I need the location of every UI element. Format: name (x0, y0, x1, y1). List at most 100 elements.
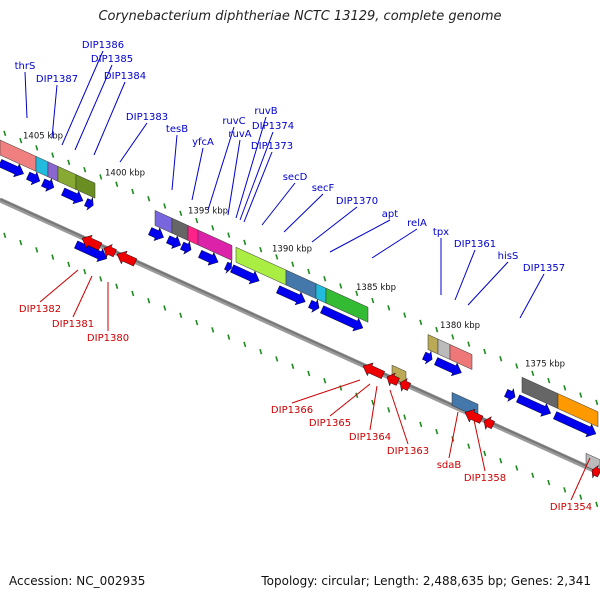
gene-feature-bar (449, 344, 473, 370)
forward-gene-arrow-shape (0, 159, 24, 178)
lower-gc-tick (595, 501, 599, 508)
forward-gene-label-leader (61, 50, 104, 146)
reverse-gene-label-leader (448, 411, 459, 459)
forward-gene-label: tpx (433, 227, 449, 238)
forward-gene-label-leader (467, 261, 509, 306)
lower-gc-tick (163, 305, 167, 311)
reverse-gene-arrow-shape (116, 250, 138, 267)
reverse-gene-label: DIP1364 (349, 432, 391, 443)
forward-gene-arrow-shape (308, 298, 320, 313)
reverse-gene-label-leader (570, 457, 591, 501)
upper-gc-tick (467, 341, 471, 347)
position-label: 1405 kbp (23, 131, 63, 141)
forward-gene-arrow (41, 178, 55, 192)
forward-gene-arrow (166, 235, 182, 249)
forward-gene-label: yfcA (192, 137, 214, 148)
forward-gene-arrow-shape (276, 285, 306, 306)
forward-gene-label-leader (239, 131, 274, 221)
reverse-gene-label-leader (329, 383, 371, 417)
forward-gene-label: ruvC (222, 116, 245, 127)
forward-gene-label: thrS (15, 61, 36, 72)
forward-gene-label-leader (371, 228, 418, 259)
position-label: 1385 kbp (356, 283, 396, 293)
position-label: 1380 kbp (440, 321, 480, 331)
lower-gc-tick (323, 378, 327, 384)
forward-gene-label: hisS (498, 251, 519, 262)
forward-gene-arrow (276, 285, 306, 306)
gene-feature-bar (325, 287, 369, 323)
reverse-gene-arrow-shape (362, 362, 385, 379)
forward-gene-arrow (74, 240, 108, 262)
lower-gc-tick (67, 261, 71, 268)
forward-gene-arrow-shape (422, 350, 433, 365)
forward-gene-label: DIP1386 (82, 40, 124, 51)
forward-gene-arrow-shape (516, 394, 552, 417)
forward-gene-label-leader (235, 116, 267, 219)
lower-gc-tick (547, 479, 551, 486)
lower-gc-tick (419, 421, 423, 428)
reverse-gene-arrow (483, 416, 496, 431)
reverse-gene-label: DIP1363 (387, 446, 429, 457)
forward-gene-label-leader (24, 71, 28, 119)
upper-gc-tick (307, 268, 311, 275)
position-label-group: 1385 kbp (356, 283, 396, 293)
forward-gene-arrow-shape (504, 388, 516, 402)
forward-gene-arrow-shape (180, 240, 192, 255)
upper-gc-tick (339, 283, 343, 289)
forward-gene-arrow-shape (166, 235, 182, 249)
forward-gene-label-leader (243, 151, 273, 223)
lower-gc-tick (387, 407, 391, 413)
lower-gc-tick (275, 356, 279, 362)
position-label-group: 1395 kbp (188, 206, 228, 216)
gene-feature-bar (35, 155, 49, 178)
reverse-gene-label: DIP1381 (52, 319, 94, 330)
upper-gc-tick (579, 392, 583, 398)
upper-gc-tick (227, 232, 231, 238)
forward-gene-label: DIP1370 (336, 196, 378, 207)
upper-gc-tick (531, 370, 535, 377)
reverse-gene-arrow (362, 362, 385, 379)
lower-gc-tick (83, 268, 87, 275)
upper-gc-tick (419, 319, 423, 326)
reverse-gene-label: DIP1358 (464, 473, 506, 484)
forward-gene-arrow-shape (320, 305, 364, 332)
forward-gene-label-leader (207, 126, 235, 211)
lower-gc-tick (435, 428, 439, 435)
forward-gene-label-leader (74, 64, 113, 151)
position-label: 1400 kbp (105, 169, 145, 179)
lower-gc-tick (515, 465, 519, 471)
reverse-gene-arrow-shape (483, 416, 496, 431)
forward-gene-label: tesB (166, 124, 188, 135)
forward-gene-arrow-shape (230, 264, 260, 285)
reverse-gene-arrow-shape (591, 464, 600, 479)
gene-feature-bar (197, 229, 233, 261)
upper-gc-tick (259, 246, 263, 253)
accession-text: Accession: NC_002935 (9, 574, 146, 588)
forward-gene-arrow (61, 187, 84, 205)
position-label: 1390 kbp (272, 245, 312, 255)
reverse-gene-label: DIP1366 (271, 405, 313, 416)
lower-gc-tick (115, 283, 119, 289)
reverse-gene-arrow-shape (386, 372, 400, 387)
forward-gene-arrow-shape (553, 411, 597, 438)
lower-gc-tick (19, 239, 23, 246)
position-label-group: 1380 kbp (440, 321, 480, 331)
forward-gene-arrow (422, 350, 433, 365)
lower-gc-tick (227, 334, 231, 340)
lower-gc-tick (403, 414, 407, 420)
lower-gc-tick (371, 399, 375, 406)
forward-gene-arrow (434, 357, 462, 377)
forward-gene-label-leader (51, 84, 58, 139)
upper-gc-tick (403, 312, 407, 318)
upper-gc-tick (83, 166, 87, 173)
upper-gc-tick (435, 326, 439, 333)
reverse-gene-arrow (399, 378, 412, 392)
forward-gene-arrow-shape (224, 260, 232, 274)
forward-gene-arrow (320, 305, 364, 332)
gene-feature-bar (154, 210, 173, 234)
lower-gc-tick (259, 348, 263, 355)
upper-gc-tick (547, 377, 551, 384)
forward-gene-label: DIP1374 (252, 121, 294, 132)
reverse-gene-label: sdaB (437, 460, 462, 471)
